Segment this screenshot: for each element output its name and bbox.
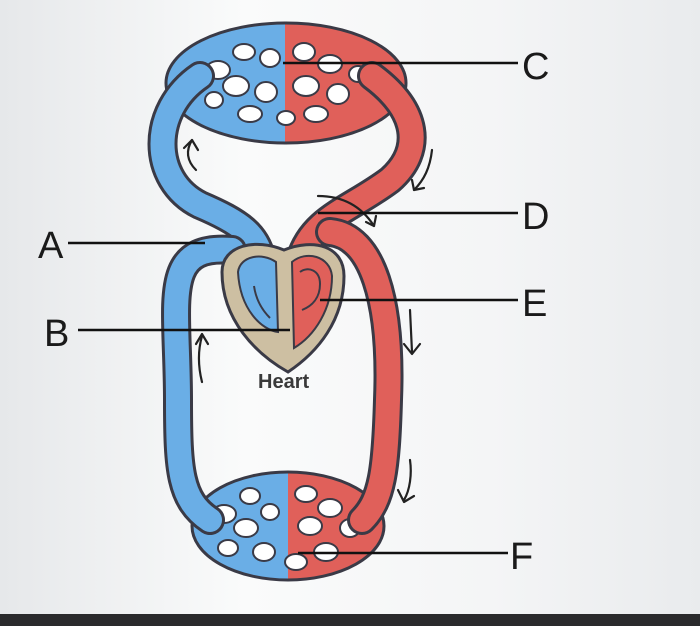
label-lines [68,61,518,555]
label-e: E [522,283,547,325]
flow-arrows [182,138,434,504]
label-d: D [522,196,549,238]
screen-bottom-edge [0,614,700,626]
label-b: B [44,313,69,355]
label-a: A [38,225,64,267]
heart-label: Heart [258,371,309,393]
oxygenated-vessels [285,61,427,535]
label-c: C [522,46,549,88]
heart [220,242,346,374]
deoxygenated-vessels [147,61,277,535]
lung-capillary-bed [164,21,408,145]
label-f: F [510,536,533,578]
